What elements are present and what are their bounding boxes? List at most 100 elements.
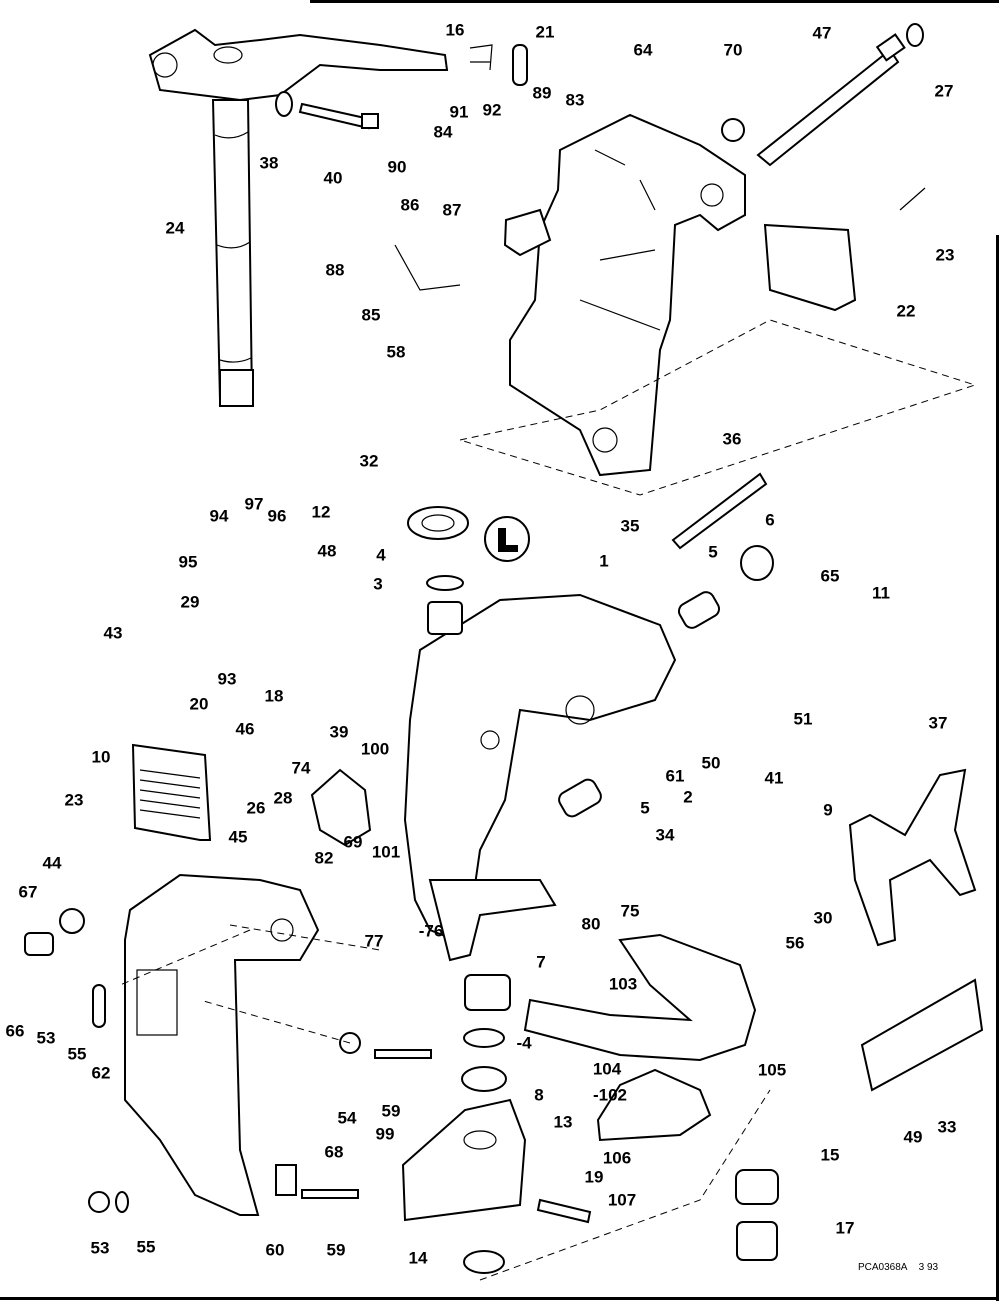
part-32-washer [407,506,469,540]
callout-54: 54 [337,1108,357,1128]
callout-59-upper: 59 [381,1101,401,1121]
callout-60: 60 [265,1240,285,1260]
part-24-steering-arm-shaft [148,28,449,407]
callout-37: 37 [928,713,948,733]
callout-103: 103 [608,974,638,994]
part-17-sleeve [736,1221,778,1261]
part-64-stern-bracket [509,113,746,477]
part-33-bumper [860,978,984,1092]
part-15-mount [735,1169,779,1205]
part-70-nut [721,118,745,142]
part-38-washer [275,91,293,117]
callout-84: 84 [433,122,453,142]
part-59-bolt-upper [374,1049,432,1059]
callout-67: 67 [18,882,38,902]
callout-93: 93 [217,669,237,689]
part-36-pin [671,472,768,550]
callout-53-lower: 53 [90,1238,110,1258]
callout-41: 41 [764,768,784,788]
callout-10: 10 [91,747,111,767]
callout-15: 15 [820,1145,840,1165]
part-39-block [310,768,372,847]
part-20-cover [131,743,212,841]
callout-104: 104 [592,1059,622,1079]
callout-27: 27 [934,81,954,101]
callout-92: 92 [482,100,502,120]
callout-26: 26 [246,798,266,818]
callout-9: 9 [823,800,833,820]
frame-border-top [310,0,999,3]
callout-35: 35 [620,516,640,536]
callout-48: 48 [317,541,337,561]
callout-100: 100 [360,739,390,759]
callout-16: 16 [445,20,465,40]
callout-53-upper: 53 [36,1028,56,1048]
callout-107: 107 [607,1190,637,1210]
part-105-anode [596,1068,712,1142]
part-27-ring [906,23,924,47]
alignment-line [479,1089,771,1281]
part-23-screw [899,187,926,211]
part-8-bearing [461,1066,507,1092]
callout-6: 6 [765,510,775,530]
callout-44: 44 [42,853,62,873]
callout-4-upper: 4 [376,545,386,565]
callout-74: 74 [291,758,311,778]
callout-30: 30 [813,908,833,928]
callout-45: 45 [228,827,248,847]
callout-105: 105 [757,1060,787,1080]
callout-101: 101 [371,842,401,862]
callout-83: 83 [565,90,585,110]
part-45-stern-bracket [124,873,320,1216]
part-3-bushing [427,601,463,635]
part-40-bolt [298,102,379,130]
callout-55-upper: 55 [67,1044,87,1064]
drawing-date: 3 93 [918,1262,939,1273]
part-47-tilt-tube [756,33,906,167]
callout-3: 3 [373,574,383,594]
callout-82: 82 [314,848,334,868]
part-5-bushing-upper [677,591,721,629]
part-1-swivel-bracket [403,593,677,962]
callout-11: 11 [872,583,890,603]
callout-33: 33 [937,1117,957,1137]
callout-65: 65 [820,566,840,586]
callout-21: 21 [535,22,555,42]
callout-91: 91 [449,102,469,122]
callout-96: 96 [267,506,287,526]
callout-24: 24 [165,218,185,238]
callout-94: 94 [209,506,229,526]
callout-12: 12 [311,502,331,522]
callout-77: 77 [364,931,384,951]
part-5-bushing-lower [558,778,602,818]
callout-43: 43 [103,623,123,643]
callout-40: 40 [323,168,343,188]
callout-89: 89 [532,83,552,103]
callout-80: 80 [581,914,601,934]
callout-86: 86 [400,195,420,215]
callout-61: 61 [665,766,685,786]
callout-36: 36 [722,429,742,449]
callout-1: 1 [599,551,609,571]
part-37-tilt-lever [848,768,977,947]
frame-border-right [996,235,999,1301]
callout-18: 18 [264,686,284,706]
callout-97: 97 [244,494,264,514]
callout-88: 88 [325,260,345,280]
callout-39: 39 [329,722,349,742]
callout-75: 75 [620,901,640,921]
callout-106: 106 [602,1148,632,1168]
part-14-nut [463,1250,505,1274]
callout-64: 64 [633,40,653,60]
callout-23-left: 23 [64,790,84,810]
part-19-bolt [536,1198,592,1224]
part-59-bolt-lower [301,1189,359,1199]
drawing-id: PCA0368A [858,1262,908,1273]
callout-90: 90 [387,157,407,177]
frame-border-bottom [0,1297,999,1300]
callout-49: 49 [903,1127,923,1147]
drawing-code: PCA0368A 3 93 [858,1262,938,1273]
callout-102: -102 [592,1085,628,1105]
callout-76: -76 [418,921,444,941]
